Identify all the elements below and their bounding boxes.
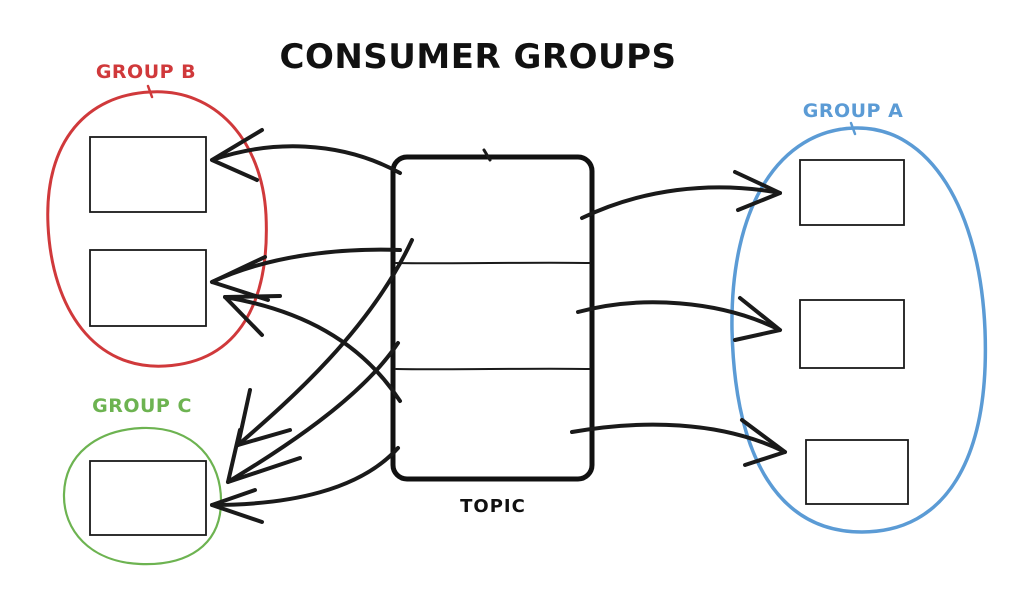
arrows-to-group-b: [210, 128, 402, 403]
group-a-label: GROUP A: [803, 100, 904, 122]
arrow-p1-to-b1: [210, 144, 402, 175]
group-b-outline: [46, 90, 268, 368]
arrow-p2-to-c1: [226, 341, 400, 484]
topic-container: [390, 154, 595, 482]
group-c-consumer-1: [89, 460, 207, 536]
group-a: GROUP A: [730, 100, 988, 534]
group-a-consumer-1: [799, 159, 905, 226]
arrow-p1-to-b2: [210, 247, 402, 284]
arrowhead-a1: [733, 170, 782, 212]
group-c: GROUP C: [62, 395, 223, 566]
group-c-outline: [62, 426, 223, 566]
group-b-outline-tick: [146, 84, 154, 99]
arrowhead-c1-middle: [226, 428, 302, 484]
group-a-consumer-2: [799, 299, 905, 369]
group-c-label: GROUP C: [92, 395, 192, 417]
topic-label: TOPIC: [460, 496, 526, 517]
arrow-p2-to-b2: [223, 295, 402, 403]
group-a-consumer-3: [805, 439, 909, 505]
arrowhead-a2: [733, 296, 782, 342]
diagram-title: CONSUMER GROUPS: [280, 37, 677, 77]
arrowhead-b2: [210, 255, 270, 302]
arrowhead-b1: [210, 128, 264, 182]
arrowhead-a3: [740, 418, 787, 467]
group-a-outline: [730, 126, 988, 534]
partition-divider-1: [395, 261, 591, 265]
arrow-p1-to-a1: [580, 185, 782, 220]
arrowhead-c1-lower: [210, 488, 264, 524]
arrows-to-group-c: [210, 238, 414, 524]
partition-divider-2: [395, 367, 591, 371]
arrow-p1-to-c1: [236, 238, 414, 447]
arrows-to-group-a: [570, 170, 787, 467]
arrow-p3-to-c1: [210, 446, 400, 507]
group-b: GROUP B: [46, 61, 268, 368]
arrowhead-b2-lower: [223, 294, 282, 337]
group-b-consumer-2: [89, 249, 207, 327]
group-b-consumer-1: [89, 136, 207, 213]
group-a-outline-tick: [849, 121, 857, 136]
topic: TOPIC: [390, 148, 595, 517]
topic-top-tick: [482, 148, 492, 162]
group-b-label: GROUP B: [96, 61, 196, 83]
arrow-p2-to-a2: [576, 300, 782, 332]
arrow-p3-to-a3: [570, 422, 787, 454]
